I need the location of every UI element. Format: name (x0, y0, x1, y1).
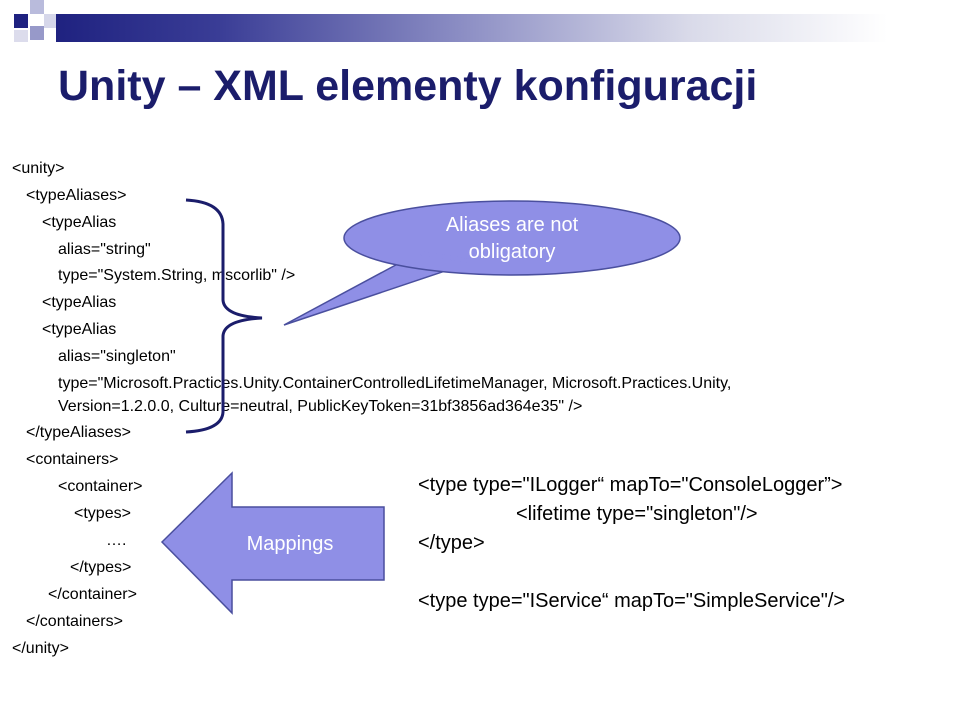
xml-line: <typeAliases> (26, 187, 127, 204)
xml-line: </unity> (12, 640, 69, 657)
mappings-arrow (160, 471, 385, 615)
callout-text: Aliases are not obligatory (400, 212, 624, 266)
xml-line: <typeAlias (42, 294, 117, 311)
callout-line: obligatory (468, 241, 556, 263)
xml-line: </typeAliases> (26, 424, 131, 441)
callout-line: Aliases are not (445, 214, 579, 236)
header-square-decoration (30, 26, 44, 40)
header-square-decoration (14, 14, 28, 28)
xml-line: <typeAlias (42, 321, 117, 338)
xml-line: alias="string" (58, 241, 151, 258)
xml-line: </container> (48, 586, 137, 603)
mapping-line: <type type="IService“ mapTo="SimpleServi… (418, 590, 846, 612)
xml-line: type="Microsoft.Practices.Unity.Containe… (58, 375, 732, 392)
xml-line: …. (106, 532, 127, 549)
callout-bubble (283, 200, 681, 326)
header-square-decoration (30, 0, 44, 14)
xml-line: <container> (58, 478, 143, 495)
mappings-label: Mappings (246, 533, 334, 555)
xml-line: <containers> (26, 451, 119, 468)
xml-line: alias="singleton" (58, 348, 176, 365)
header-square-decoration (14, 30, 28, 42)
xml-line: <unity> (12, 160, 65, 177)
xml-line: <types> (74, 505, 131, 522)
slide-title: Unity – XML elementy konfiguracji (58, 62, 758, 110)
mapping-line: <type type="ILogger“ mapTo="ConsoleLogge… (418, 474, 843, 496)
mapping-line: <lifetime type="singleton"/> (516, 503, 758, 525)
curly-brace (185, 198, 263, 434)
xml-line: Version=1.2.0.0, Culture=neutral, Public… (58, 398, 583, 415)
xml-line: </types> (70, 559, 132, 576)
xml-line: <typeAlias (42, 214, 117, 231)
mapping-line: </type> (418, 532, 485, 554)
xml-line: type="System.String, mscorlib" /> (58, 267, 296, 284)
header-square-decoration (44, 14, 56, 28)
xml-line: </containers> (26, 613, 123, 630)
header-gradient-bar (56, 14, 960, 42)
